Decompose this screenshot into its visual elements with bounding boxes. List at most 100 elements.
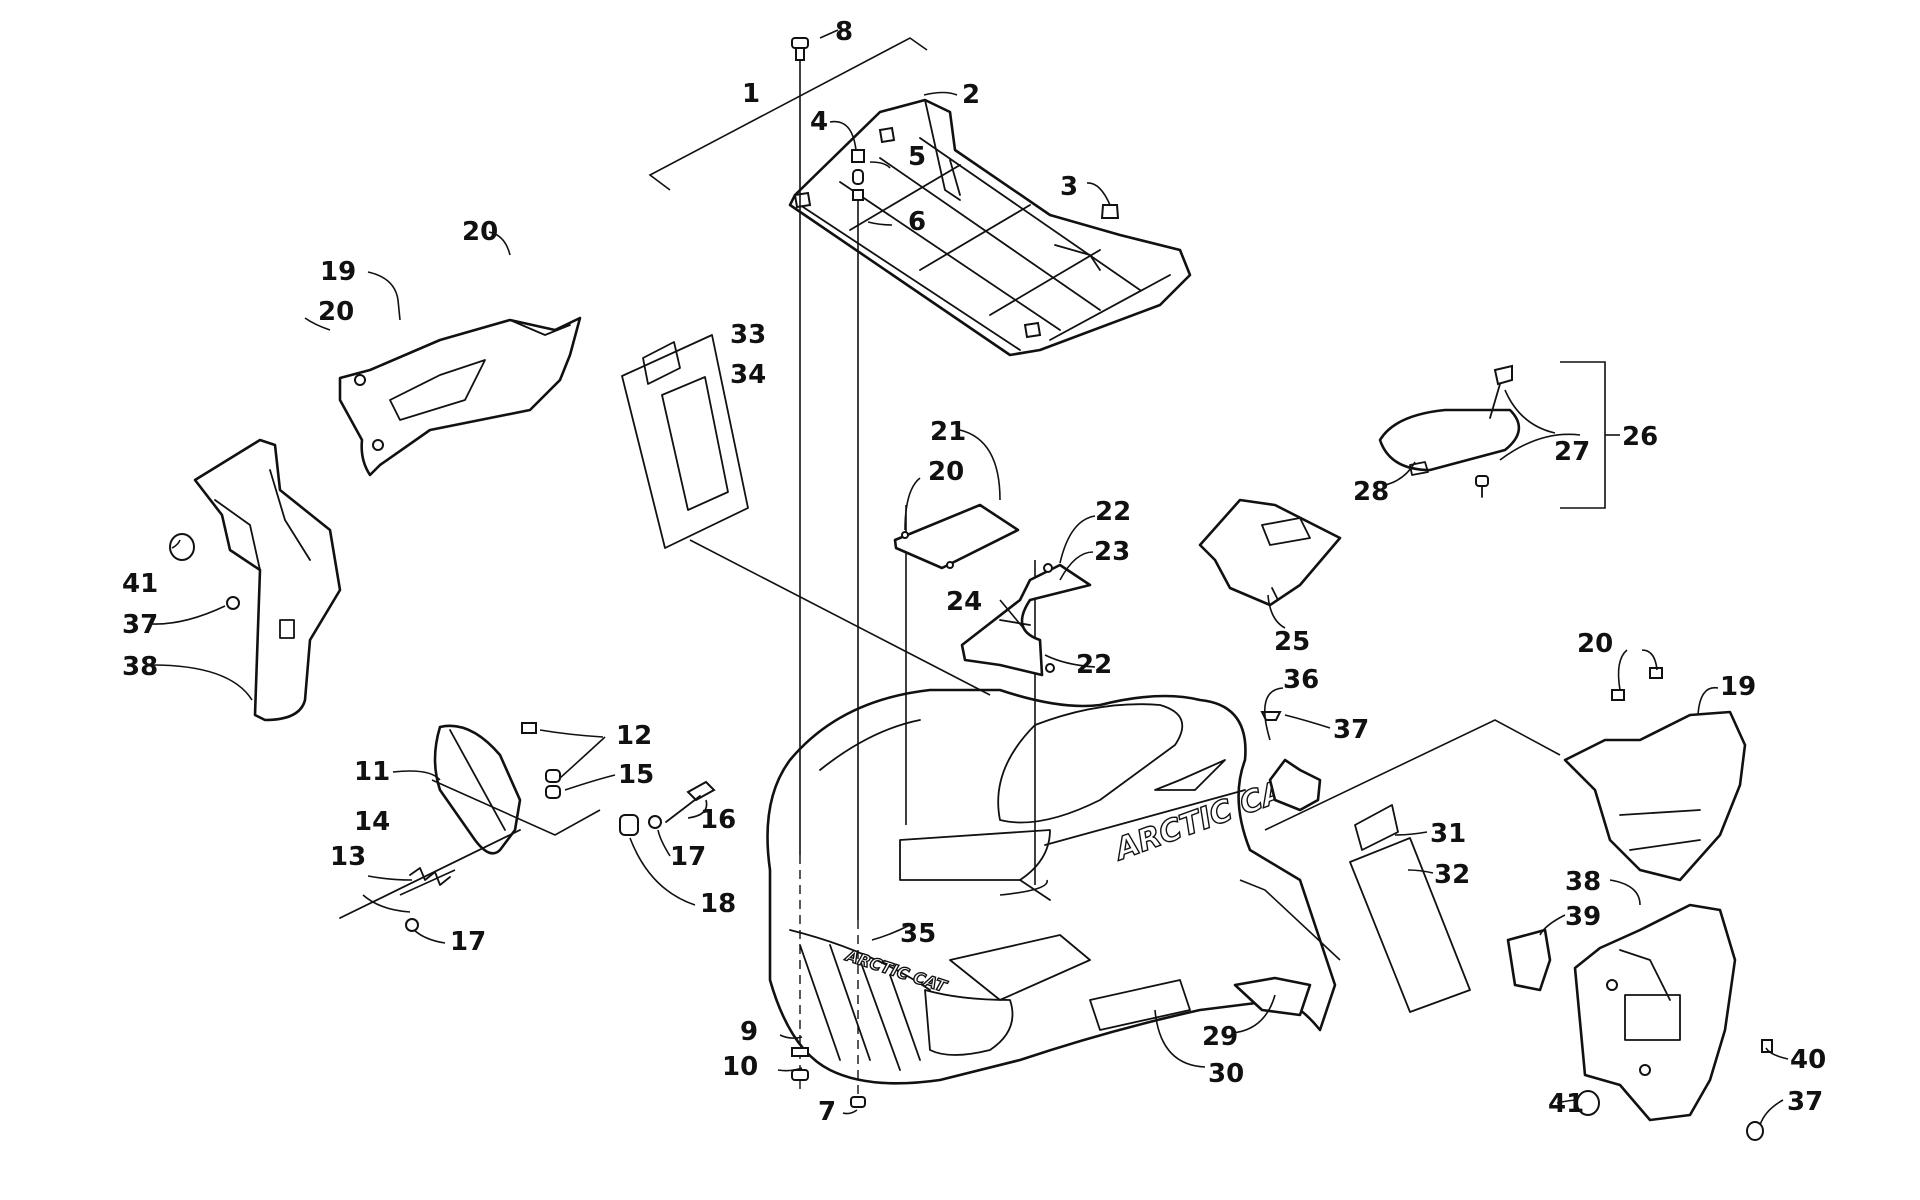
- callout-41b: 41: [1548, 1089, 1584, 1119]
- washer-4-icon: [851, 149, 865, 163]
- clip-icon: [1023, 321, 1042, 339]
- callout-23: 23: [1094, 537, 1130, 567]
- callout-38b: 38: [1565, 867, 1601, 897]
- spring-14-icon: [409, 867, 451, 886]
- bushing-18-icon: [619, 814, 639, 836]
- decal-31-32: [1239, 719, 1561, 1013]
- left-side-panel: [338, 316, 582, 477]
- decal-39-icon: [1506, 928, 1552, 992]
- washer-17-icon: [648, 815, 662, 829]
- callout-14: 14: [354, 807, 390, 837]
- decal-33-34: [621, 334, 991, 696]
- callout-15: 15: [618, 760, 654, 790]
- callout-22a: 22: [1095, 497, 1131, 527]
- grommet-15-icon: [545, 785, 561, 799]
- callout-10: 10: [722, 1052, 758, 1082]
- rivet-20b-icon: [1649, 667, 1663, 679]
- callout-27: 27: [1554, 437, 1590, 467]
- bolt-16-icon: [686, 780, 716, 802]
- callout-33: 33: [730, 320, 766, 350]
- callout-20b: 20: [318, 297, 354, 327]
- callout-3: 3: [1060, 172, 1078, 202]
- callout-35: 35: [900, 919, 936, 949]
- callout-20d: 20: [1577, 629, 1613, 659]
- bolt-8-icon: [791, 37, 809, 49]
- latch-27b-icon: [1475, 475, 1489, 487]
- center-panel-21: [893, 503, 1020, 570]
- bracket-36-icon: [1268, 758, 1322, 812]
- callout-38a: 38: [122, 652, 158, 682]
- front-body-hood: ARCTIC CAT ARCTIC CAT: [766, 688, 1337, 1085]
- body-hardware: [791, 1047, 866, 1108]
- bolt-8-shank: [795, 47, 805, 61]
- leader-lines: [151, 29, 1789, 1126]
- clamp-41-icon: [169, 533, 195, 561]
- rivet-20-icon: [1611, 689, 1625, 701]
- callout-4: 4: [810, 107, 828, 137]
- nut-6-icon: [852, 189, 864, 201]
- right-fender-liner: [1506, 903, 1773, 1141]
- callout-31: 31: [1430, 819, 1466, 849]
- right-side-panel: [1563, 710, 1747, 882]
- callout-30: 30: [1208, 1059, 1244, 1089]
- callout-2: 2: [962, 80, 980, 110]
- callout-8: 8: [835, 17, 853, 47]
- callout-11: 11: [354, 757, 390, 787]
- screw-12-icon: [521, 722, 537, 734]
- nut-7-icon: [850, 1096, 866, 1108]
- access-panel-25: [1198, 498, 1342, 607]
- storage-cover-assembly: [1378, 361, 1620, 509]
- callout-41a: 41: [122, 569, 158, 599]
- callout-37c: 37: [1787, 1087, 1823, 1117]
- callout-20c: 20: [928, 457, 964, 487]
- callout-32: 32: [1434, 860, 1470, 890]
- clip-icon: [793, 191, 812, 209]
- nut-10-icon: [791, 1069, 809, 1081]
- latch-27-icon: [1493, 364, 1513, 386]
- callout-22b: 22: [1076, 650, 1112, 680]
- callout-20a: 20: [462, 217, 498, 247]
- headlight-hardware: [339, 722, 716, 932]
- rivet-40-icon: [1761, 1039, 1773, 1053]
- plug-37c-icon: [1746, 1121, 1764, 1141]
- callout-16: 16: [700, 805, 736, 835]
- lower-trim-29: [1233, 976, 1312, 1017]
- washer-17b-icon: [405, 918, 419, 932]
- front-rack: [788, 98, 1192, 357]
- headlight-assembly: [433, 724, 522, 855]
- callout-12: 12: [616, 721, 652, 751]
- callout-28: 28: [1353, 477, 1389, 507]
- grommet-12-icon: [545, 769, 561, 783]
- callout-18: 18: [700, 889, 736, 919]
- callout-labels: 1 2 3 4 5 6 7 8 9 10 11 12 13 14 15 16 1…: [122, 17, 1826, 1127]
- left-small-parts: [169, 533, 240, 610]
- clip-3-icon: [1100, 204, 1120, 219]
- callout-29: 29: [1202, 1022, 1238, 1052]
- clip-icon: [878, 126, 896, 144]
- callout-5: 5: [908, 142, 926, 172]
- spacer-5-icon: [852, 169, 864, 185]
- reflector-decal-30: [1089, 979, 1191, 1031]
- rack-hardware: [791, 37, 1120, 339]
- callout-26: 26: [1622, 422, 1658, 452]
- callout-36: 36: [1283, 665, 1319, 695]
- callout-7: 7: [818, 1097, 836, 1127]
- callout-21: 21: [930, 417, 966, 447]
- callout-24: 24: [946, 587, 982, 617]
- arrow-emblem-icon: [1154, 759, 1226, 791]
- callout-1: 1: [742, 79, 760, 109]
- rack-assembly-bracket: [648, 37, 928, 191]
- callout-37b: 37: [1333, 715, 1369, 745]
- callout-17a: 17: [670, 842, 706, 872]
- callout-17b: 17: [450, 927, 486, 957]
- callout-40: 40: [1790, 1045, 1826, 1075]
- callout-37a: 37: [122, 610, 158, 640]
- callout-19a: 19: [320, 257, 356, 287]
- washer-9-icon: [791, 1047, 809, 1057]
- center-panel-23: [960, 563, 1092, 677]
- clamp-41b-icon: [1576, 1090, 1600, 1116]
- callout-13: 13: [330, 842, 366, 872]
- callout-25: 25: [1274, 627, 1310, 657]
- callout-6: 6: [908, 207, 926, 237]
